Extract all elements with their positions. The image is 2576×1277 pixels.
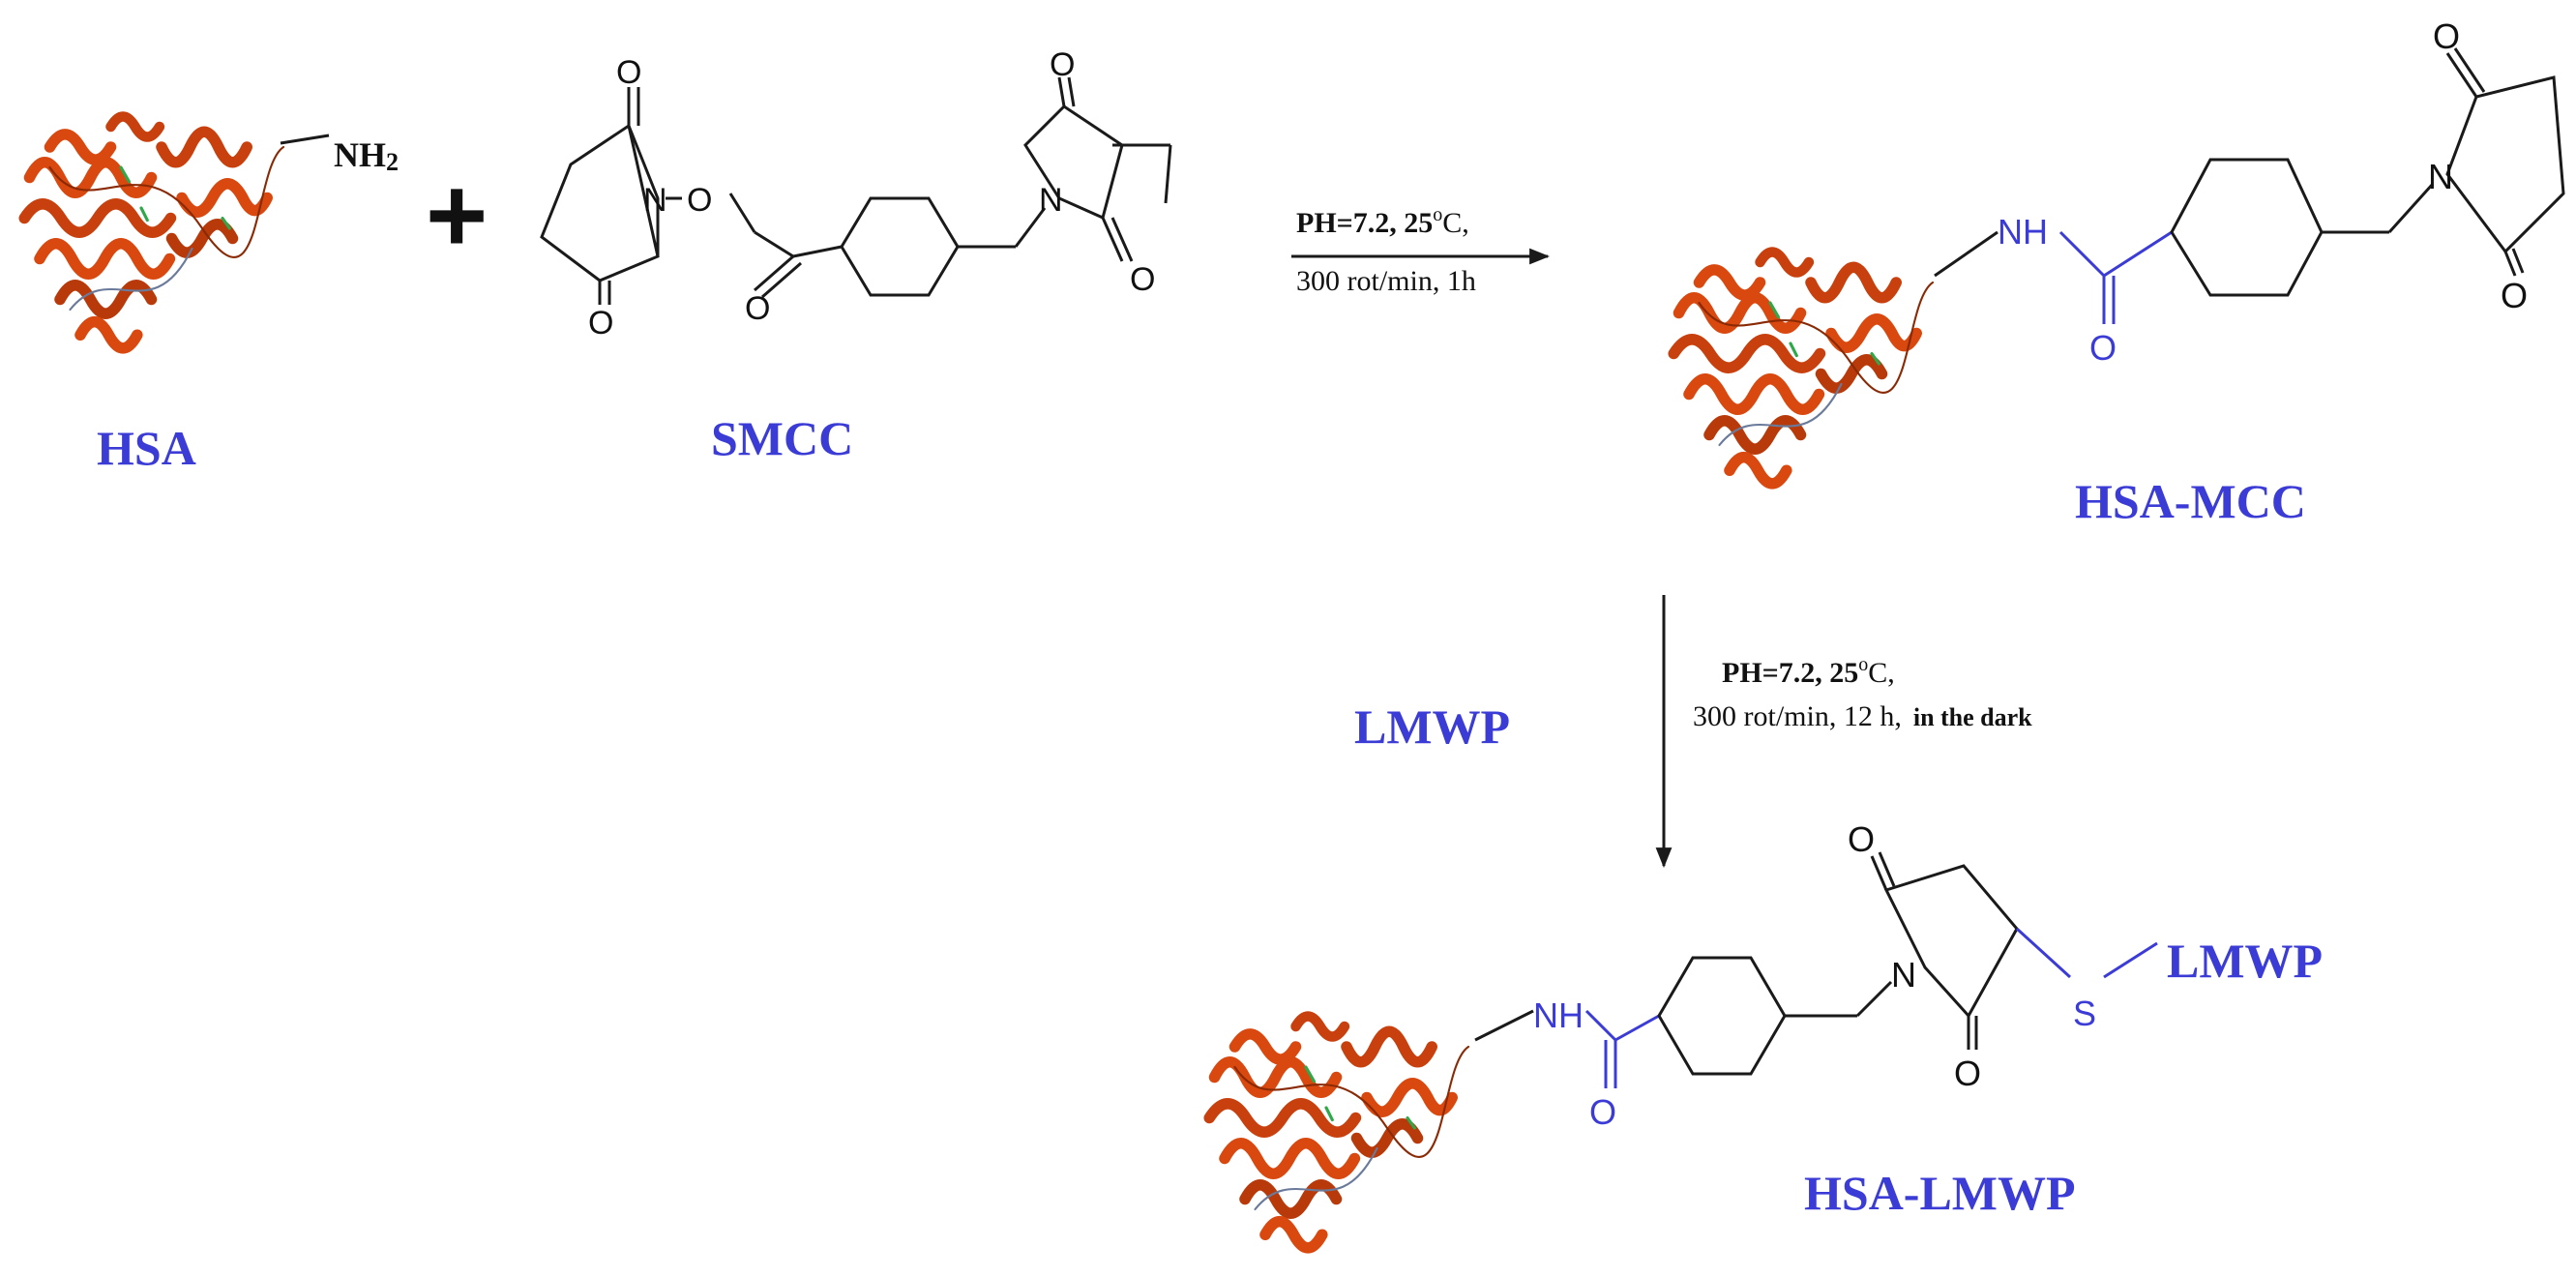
hsa-label: HSA bbox=[97, 421, 196, 475]
hsa-lmwp-n: N bbox=[1891, 955, 1916, 995]
hsa-mcc-linker bbox=[1934, 47, 2565, 324]
hsa-lmwp-o1: O bbox=[1589, 1092, 1616, 1132]
smcc-label: SMCC bbox=[711, 411, 853, 465]
smcc-o1: O bbox=[616, 54, 641, 91]
smcc-o6: O bbox=[1130, 261, 1155, 298]
hsa-lmwp-label: HSA-LMWP bbox=[1804, 1166, 2076, 1220]
hsa-mcc-protein-icon bbox=[1673, 252, 1933, 484]
lmwp-reagent-label: LMWP bbox=[1354, 699, 1510, 754]
hsa-mcc-nh: NH bbox=[1998, 212, 2048, 252]
hsa-lmwp-s: S bbox=[2073, 994, 2096, 1033]
hsa-lmwp-o2: O bbox=[1848, 819, 1875, 859]
hsa-mcc-o2: O bbox=[2433, 16, 2460, 56]
step1-conditions-line1: PH=7.2, 25oC, bbox=[1296, 204, 1469, 239]
hsa-mcc-n: N bbox=[2428, 157, 2453, 196]
lmwp-group-label: LMWP bbox=[2167, 934, 2323, 988]
smcc-o5: O bbox=[1050, 46, 1075, 83]
hsa-lmwp-nh: NH bbox=[1533, 995, 1584, 1035]
nh2-group: NH2 bbox=[334, 135, 399, 176]
plus-sign: + bbox=[426, 156, 488, 275]
smcc-o3: O bbox=[687, 182, 712, 219]
smcc-structure bbox=[540, 76, 1172, 305]
hsa-mcc-o3: O bbox=[2501, 276, 2528, 315]
step2-conditions-line1: PH=7.2, 25oC, bbox=[1722, 654, 1895, 689]
step1-conditions-line2: 300 rot/min, 1h bbox=[1296, 265, 1476, 297]
hsa-mcc-o1: O bbox=[2089, 328, 2117, 368]
hsa-protein-icon bbox=[24, 117, 283, 348]
step2-conditions-line2: 300 rot/min, 12 h,in the dark bbox=[1693, 700, 2032, 732]
smcc-o2: O bbox=[588, 305, 613, 342]
hsa-lmwp-o3: O bbox=[1954, 1054, 1981, 1093]
amine-bond bbox=[280, 134, 330, 145]
hsa-mcc-label: HSA-MCC bbox=[2075, 474, 2306, 528]
hsa-lmwp-linker bbox=[1474, 851, 2158, 1088]
smcc-n2: N bbox=[1039, 182, 1063, 219]
hsa-lmwp-protein-icon bbox=[1209, 1017, 1468, 1248]
smcc-o4: O bbox=[745, 290, 770, 327]
smcc-n1: N bbox=[643, 182, 667, 219]
